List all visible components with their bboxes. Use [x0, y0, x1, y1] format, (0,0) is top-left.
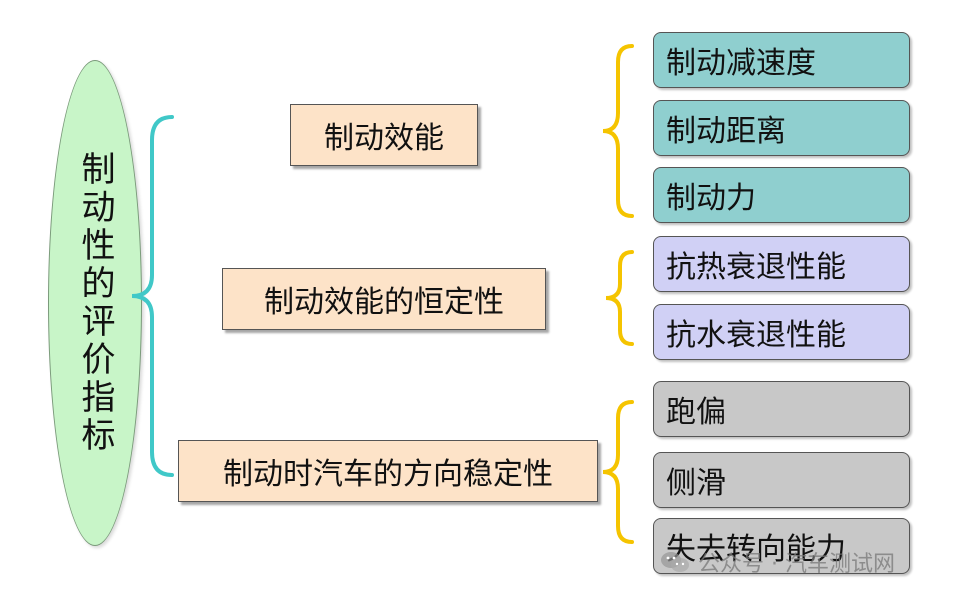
leaf-label: 抗热衰退性能	[666, 250, 846, 285]
leaf-deviation: 跑偏	[653, 381, 910, 437]
leaf-label: 失去转向能力	[666, 532, 846, 567]
leaf-label: 制动力	[666, 181, 756, 216]
brace-group-1	[602, 44, 634, 218]
brace-group-3	[602, 400, 634, 544]
root-label: 制动性的评价指标	[75, 151, 115, 455]
leaf-deceleration: 制动减速度	[653, 32, 910, 88]
leaf-heat-fade: 抗热衰退性能	[653, 236, 910, 292]
category-box-efficiency: 制动效能	[290, 104, 478, 166]
leaf-label: 抗水衰退性能	[666, 318, 846, 353]
brace-main	[131, 115, 174, 477]
leaf-label: 侧滑	[666, 466, 726, 501]
leaf-label: 制动减速度	[666, 46, 816, 81]
leaf-water-fade: 抗水衰退性能	[653, 304, 910, 360]
watermark: 公众号 · 汽车测试网	[660, 546, 895, 578]
leaf-distance: 制动距离	[653, 100, 910, 156]
leaf-force: 制动力	[653, 167, 910, 223]
wechat-icon	[661, 552, 689, 572]
leaf-label: 跑偏	[666, 395, 726, 430]
leaf-label: 制动距离	[666, 114, 786, 149]
category-box-stability: 制动效能的恒定性	[222, 268, 546, 330]
category-label: 制动时汽车的方向稳定性	[223, 457, 553, 492]
leaf-steering-loss: 失去转向能力	[653, 518, 910, 574]
root-node: 制动性的评价指标	[48, 60, 142, 546]
watermark-text: 公众号 · 汽车测试网	[698, 552, 895, 577]
brace-group-2	[605, 250, 634, 346]
leaf-sideslip: 侧滑	[653, 452, 910, 508]
category-label: 制动效能的恒定性	[264, 285, 504, 320]
category-label: 制动效能	[324, 121, 444, 156]
category-box-direction: 制动时汽车的方向稳定性	[178, 440, 598, 502]
